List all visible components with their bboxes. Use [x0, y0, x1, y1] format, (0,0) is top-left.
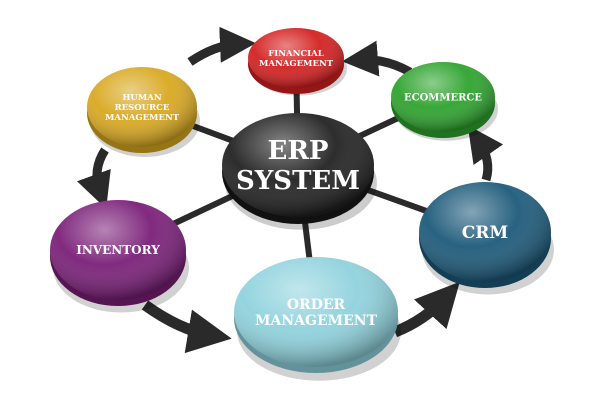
arrow-hr-to-inventory [76, 147, 111, 209]
node-order-label: MANAGEMENT [255, 313, 378, 329]
nodes: FINANCIALMANAGEMENTECOMMERCECRMORDERMANA… [50, 28, 554, 381]
arrow-crm-to-ecommerce [467, 125, 504, 182]
node-crm-label: CRM [462, 223, 509, 243]
node-hr-label: RESOURCE [115, 103, 170, 113]
node-hr-label: MANAGEMENT [105, 113, 180, 123]
arrow-hr-to-financial [187, 26, 256, 66]
node-financial-label: FINANCIAL [268, 49, 323, 59]
node-inventory-label: INVENTORY [76, 243, 160, 257]
node-financial-label: MANAGEMENT [259, 59, 334, 69]
node-ecommerce: ECOMMERCE [391, 62, 498, 141]
cycle-arrows [76, 26, 504, 354]
arrow-order-to-crm [392, 281, 460, 338]
arrow-inventory-to-order [141, 300, 232, 354]
center-title-line2: SYSTEM [236, 166, 360, 196]
node-order-label: ORDER [287, 297, 346, 313]
center-title-line1: ERP [268, 136, 329, 166]
node-inventory: INVENTORY [50, 200, 189, 313]
arrow-ecommerce-to-financial [342, 40, 413, 77]
node-crm: CRM [419, 182, 554, 295]
node-ecommerce-label: ECOMMERCE [404, 93, 482, 104]
node-hr-label: HUMAN [122, 93, 161, 103]
